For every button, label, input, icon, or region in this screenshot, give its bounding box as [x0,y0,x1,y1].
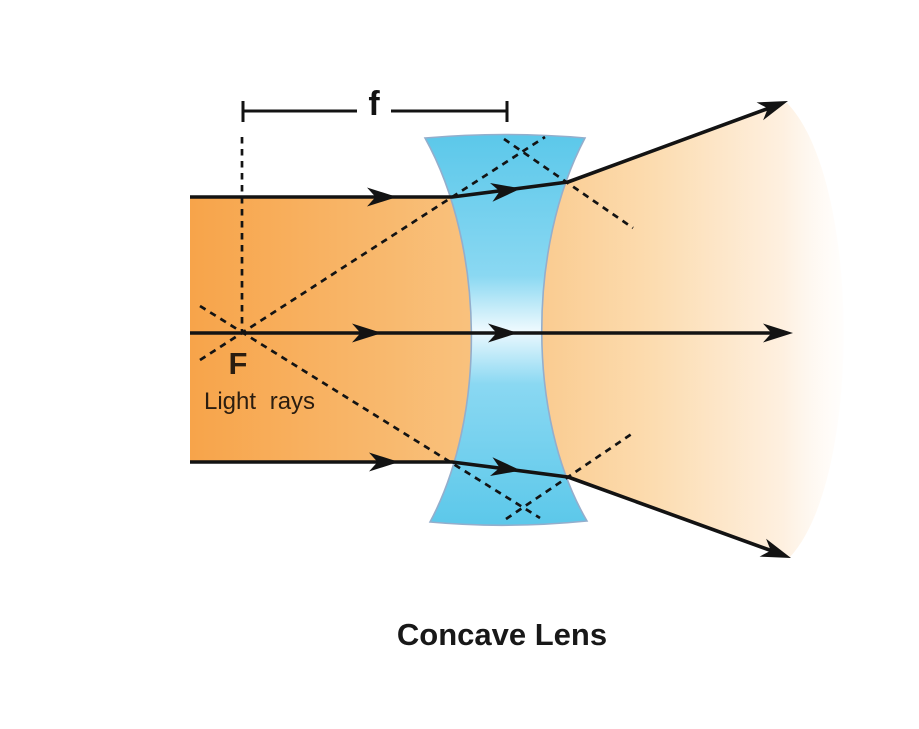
diagram-caption: Concave Lens [397,617,607,652]
focal-point-label: F [229,346,248,381]
focal-length-bracket [241,101,509,122]
light-rays-label: Light rays [204,388,315,415]
virtual-ray-top [199,135,546,362]
focal-length-label: f [368,85,380,123]
